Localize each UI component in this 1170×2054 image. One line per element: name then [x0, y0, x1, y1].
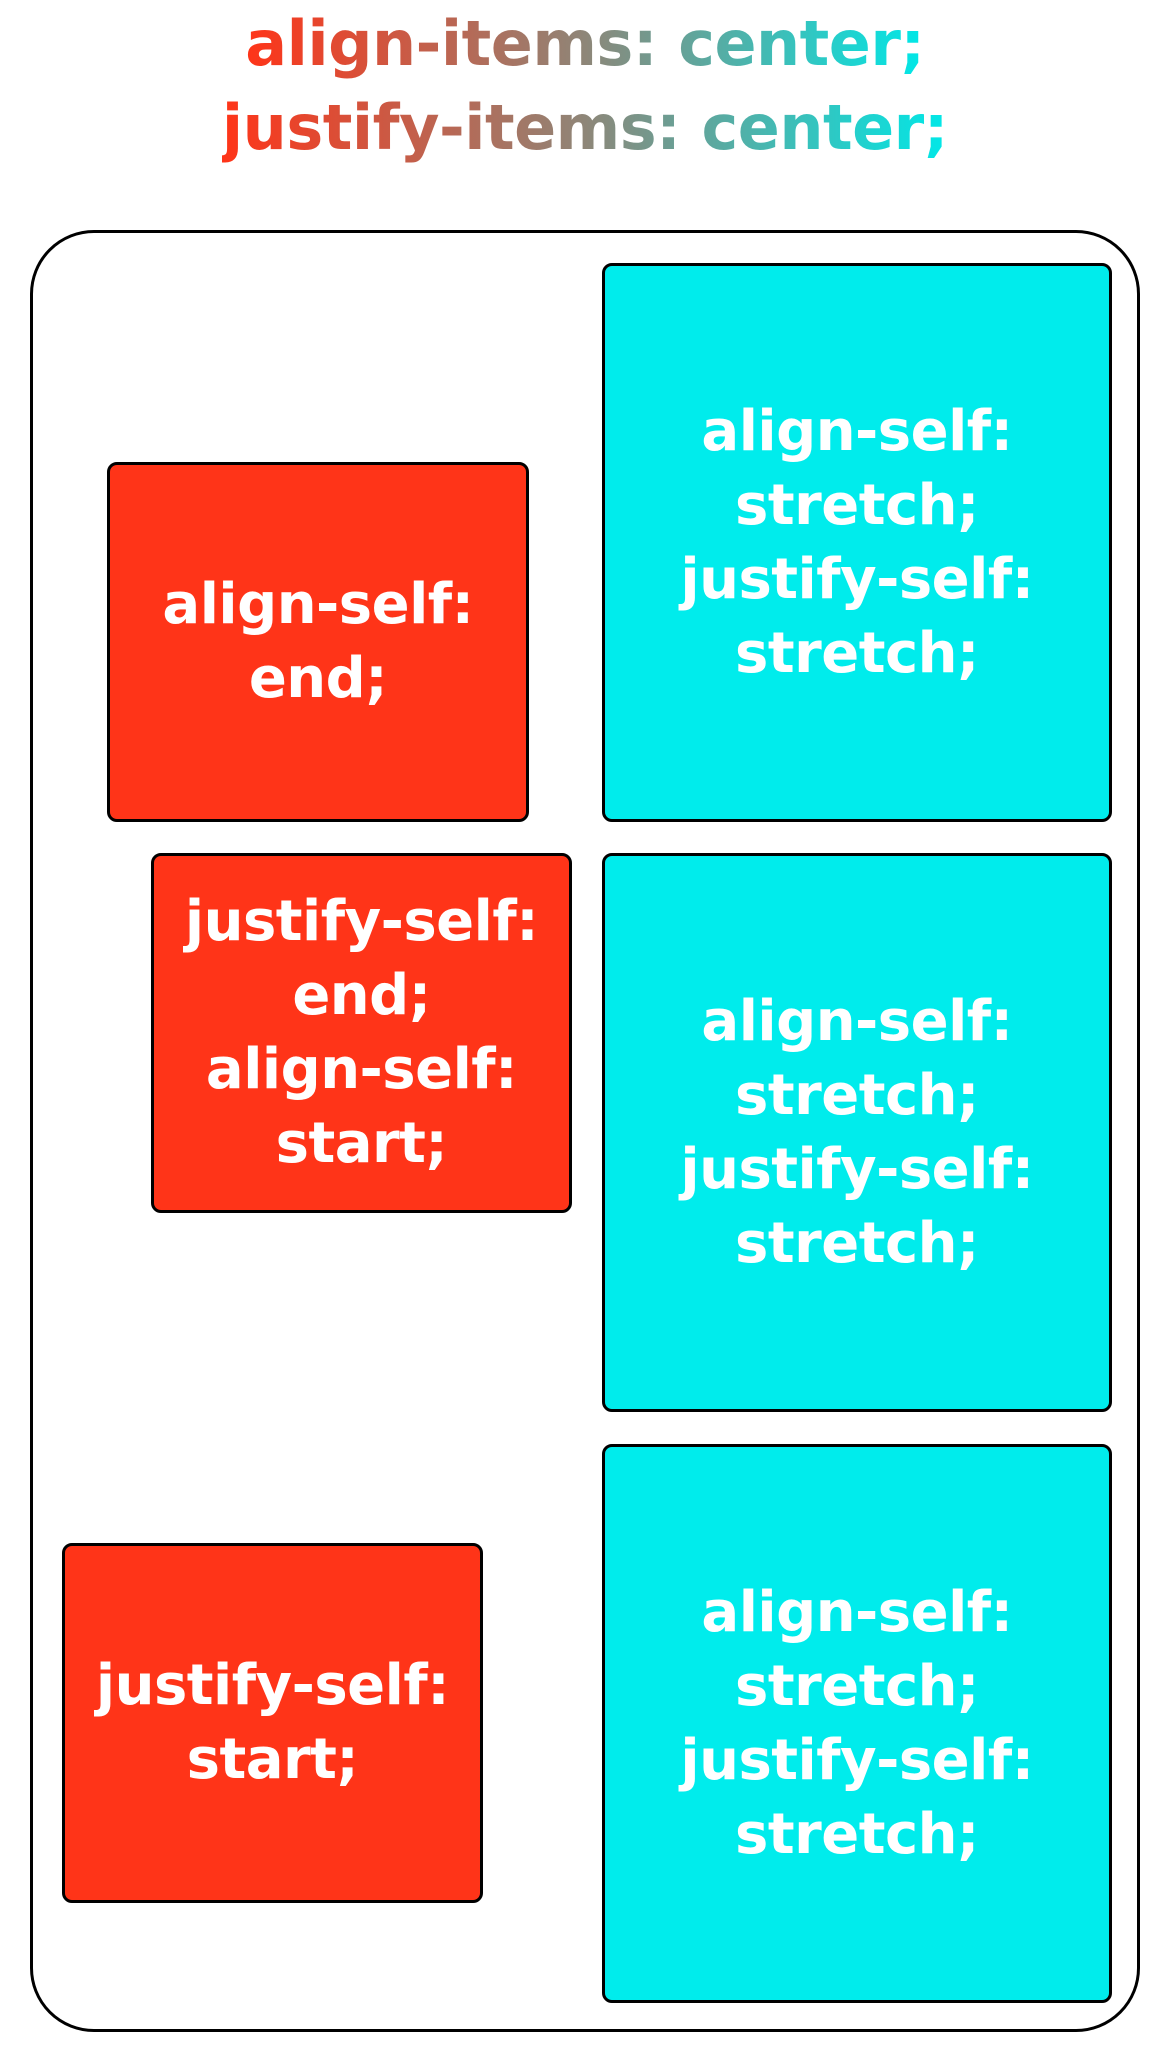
title-line-2-text: justify-items: center;: [221, 91, 949, 164]
grid-item-justify-self-start: justify-self: start;: [62, 1543, 483, 1903]
title-line-2: justify-items: center;: [0, 86, 1170, 170]
title-line-1-text: align-items: center;: [245, 7, 925, 80]
grid-item-stretch-2: align-self: stretch; justify-self: stret…: [602, 853, 1112, 1412]
grid-item-justify-end-align-start: justify-self: end; align-self: start;: [151, 853, 572, 1213]
grid-item-align-self-end: align-self: end;: [107, 462, 529, 822]
title-line-1: align-items: center;: [0, 2, 1170, 86]
grid-item-stretch-3: align-self: stretch; justify-self: stret…: [602, 1444, 1112, 2003]
grid-item-stretch-1: align-self: stretch; justify-self: stret…: [602, 263, 1112, 822]
